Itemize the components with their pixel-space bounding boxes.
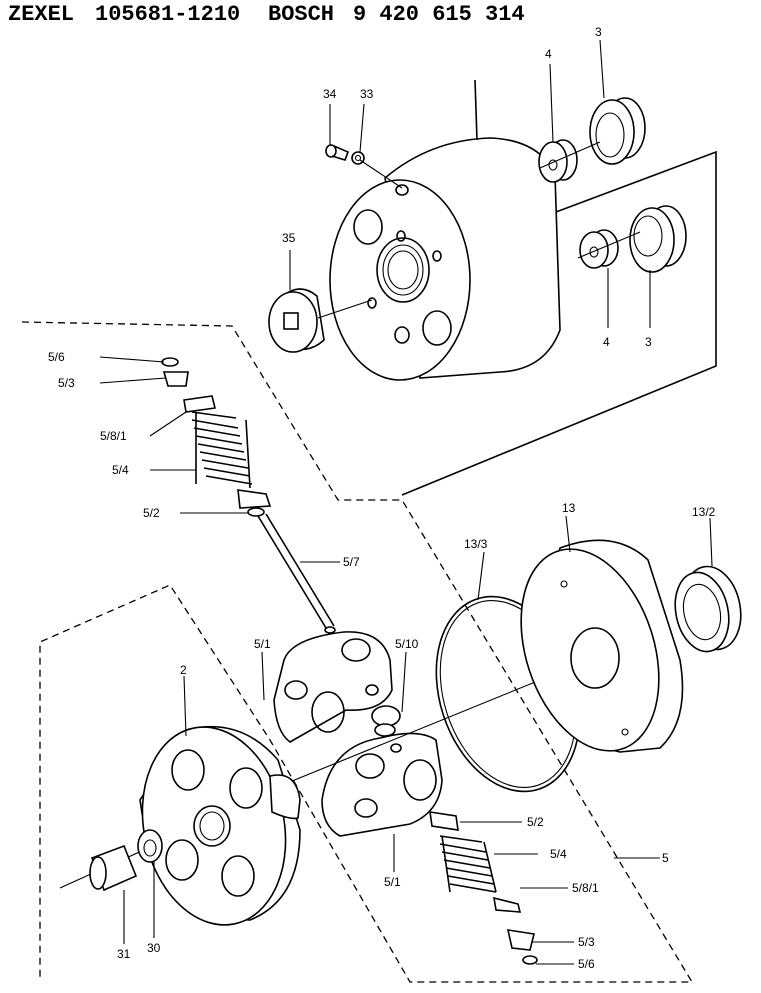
pump-housing bbox=[329, 137, 561, 381]
seal-ring-13-2 bbox=[674, 565, 742, 653]
label-13-3: 13/3 bbox=[464, 537, 488, 551]
label-5: 5 bbox=[662, 851, 669, 865]
seal-4-upper bbox=[538, 139, 578, 183]
assembly-5-boundary bbox=[21, 321, 694, 983]
label-3-right: 3 bbox=[645, 335, 652, 349]
label-5-2-lower: 5/2 bbox=[527, 815, 544, 829]
label-35: 35 bbox=[282, 231, 296, 245]
header-brand: BOSCH bbox=[268, 2, 335, 27]
label-5-8-1-upper: 5/8/1 bbox=[100, 429, 127, 443]
label-5-3-lower: 5/3 bbox=[578, 935, 595, 949]
plug-31 bbox=[89, 844, 138, 892]
label-5-10: 5/10 bbox=[395, 637, 419, 651]
label-2: 2 bbox=[180, 663, 187, 677]
label-13-2: 13/2 bbox=[692, 505, 716, 519]
label-5-1-upper: 5/1 bbox=[254, 637, 271, 651]
pump-element-upper bbox=[273, 631, 393, 743]
header-zexel-number: 105681-1210 bbox=[95, 2, 241, 27]
plug-35 bbox=[268, 288, 325, 353]
label-5-4-lower: 5/4 bbox=[550, 847, 567, 861]
seal-3-lower bbox=[629, 205, 687, 273]
label-33: 33 bbox=[360, 87, 374, 101]
label-31: 31 bbox=[117, 947, 131, 961]
seal-3-upper bbox=[589, 97, 646, 165]
label-5-1-lower: 5/1 bbox=[384, 875, 401, 889]
label-5-3-upper: 5/3 bbox=[58, 376, 75, 390]
valve-5-10 bbox=[371, 705, 401, 737]
cover-13 bbox=[520, 539, 684, 753]
label-5-6-upper: 5/6 bbox=[48, 350, 65, 364]
screw-34 bbox=[325, 144, 350, 161]
label-5-6-lower: 5/6 bbox=[578, 957, 595, 971]
flange-2 bbox=[139, 725, 301, 926]
valve-stack-upper bbox=[161, 357, 336, 634]
label-5-2-upper: 5/2 bbox=[143, 506, 160, 520]
washer-30 bbox=[137, 829, 163, 863]
label-4-top: 4 bbox=[545, 47, 552, 61]
valve-stack-lower bbox=[429, 811, 538, 965]
label-5-7: 5/7 bbox=[343, 555, 360, 569]
header-maker: ZEXEL bbox=[8, 2, 75, 27]
label-4-right: 4 bbox=[603, 335, 610, 349]
pump-element-lower bbox=[321, 732, 443, 837]
label-30: 30 bbox=[147, 941, 161, 955]
washer-33 bbox=[351, 151, 365, 165]
label-5-8-1-lower: 5/8/1 bbox=[572, 881, 599, 895]
label-34: 34 bbox=[323, 87, 337, 101]
header-bosch-number: 9 420 615 314 bbox=[353, 2, 525, 27]
seal-4-lower bbox=[579, 229, 619, 269]
label-5-4-upper: 5/4 bbox=[112, 463, 129, 477]
label-3-top: 3 bbox=[595, 25, 602, 39]
label-13: 13 bbox=[562, 501, 576, 515]
